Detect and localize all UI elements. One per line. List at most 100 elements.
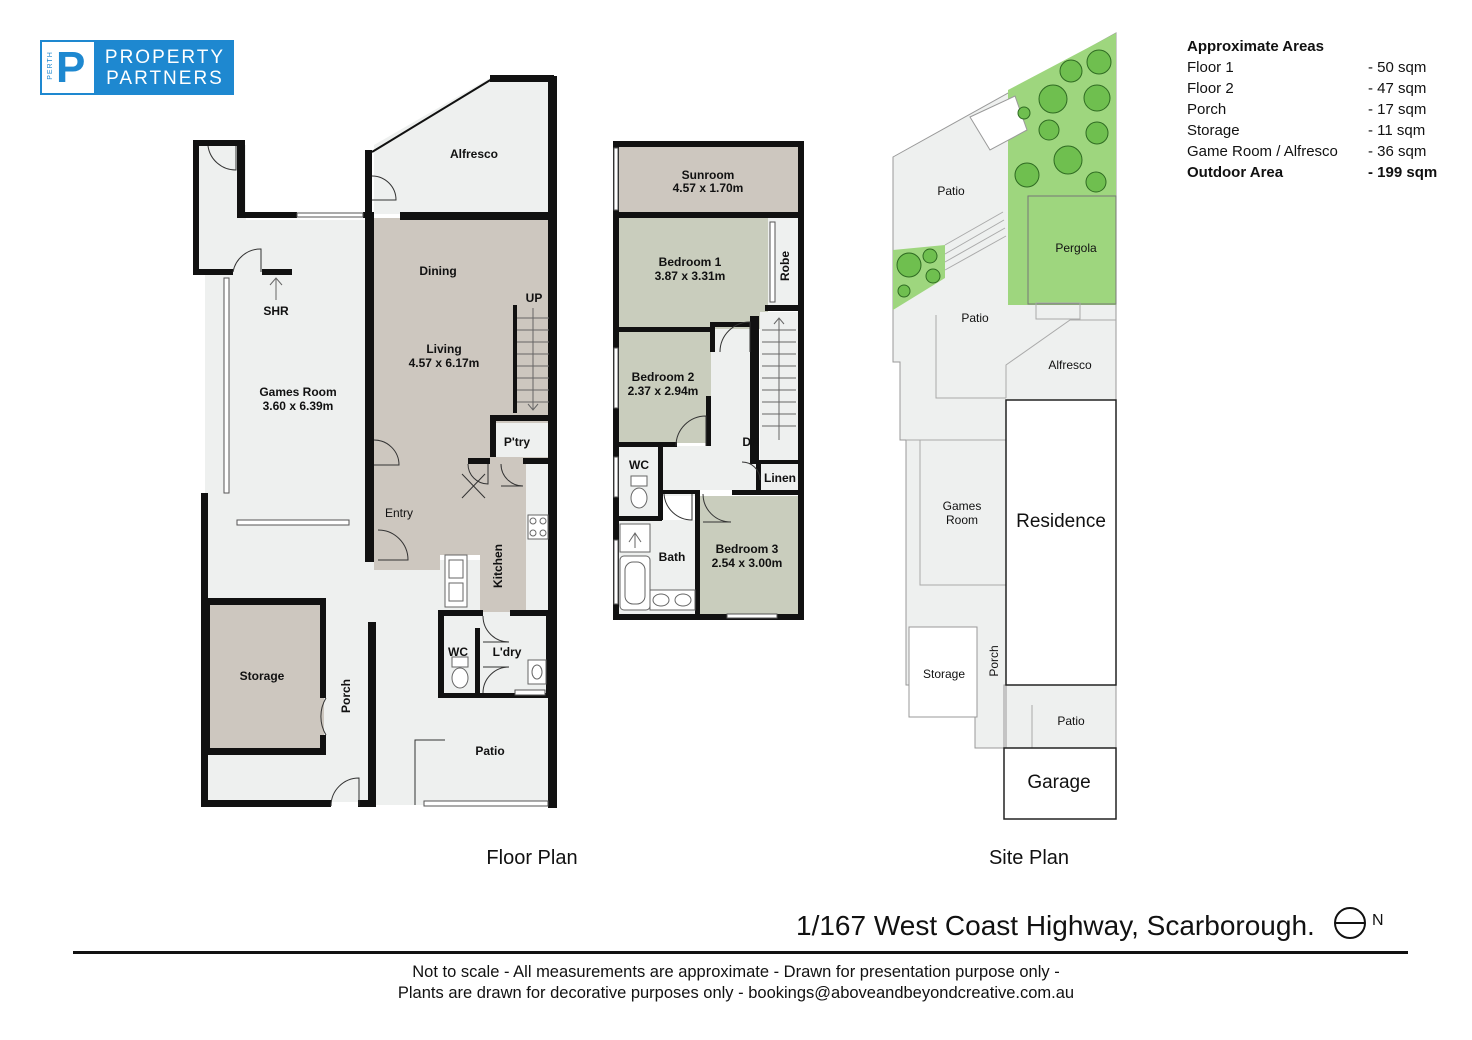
areas-title: Approximate Areas — [1187, 38, 1324, 55]
floor1-doors — [207, 145, 524, 807]
floor1-stairs — [517, 308, 549, 411]
alfresco-diagonal-wall — [371, 78, 493, 153]
site-storage-block — [908, 626, 978, 718]
sunroom-label: Sunroom — [682, 168, 735, 182]
dining-label: Dining — [419, 264, 456, 278]
bedroom3-dimensions: 2.54 x 3.00m — [712, 556, 783, 570]
living-dimensions: 4.57 x 6.17m — [409, 356, 480, 370]
site-patio-top-label: Patio — [937, 184, 965, 198]
floor2-fixtures — [619, 475, 696, 611]
sunroom-floor — [618, 146, 798, 214]
logo-mark: PERTH P — [40, 40, 96, 95]
areas-row: Floor 1 - 50 sqm — [1187, 57, 1457, 78]
alfresco-label: Alfresco — [450, 147, 498, 161]
logo-line1: PROPERTY — [104, 46, 226, 68]
disclaimer-line2: Plants are drawn for decorative purposes… — [397, 984, 1075, 1002]
games-room-label: Games Room — [259, 385, 336, 399]
floor2-stairs — [762, 317, 796, 440]
storage-label: Storage — [240, 669, 285, 683]
area-value: - 11 sqm — [1368, 122, 1426, 139]
porch-label: Porch — [339, 679, 353, 713]
bath-label: Bath — [659, 550, 686, 564]
kitchen-label: Kitchen — [491, 544, 505, 588]
bedroom1-label: Bedroom 1 — [659, 255, 722, 269]
area-total-value: - 199 sqm — [1368, 164, 1438, 181]
areas-row: Porch - 17 sqm — [1187, 99, 1457, 120]
storage-floor — [207, 602, 324, 750]
site-storage-label: Storage — [923, 667, 965, 681]
laundry-label: L'dry — [493, 645, 522, 659]
bedroom2-dimensions: 2.37 x 2.94m — [628, 384, 699, 398]
site-games-label-1: Games — [943, 499, 982, 513]
area-name: Game Room / Alfresco — [1187, 143, 1338, 160]
floor2-windows — [613, 147, 778, 619]
site-garage-label: Garage — [1027, 772, 1090, 793]
area-name: Floor 1 — [1187, 59, 1234, 76]
disclaimer-line1: Not to scale - All measurements are appr… — [412, 963, 1060, 981]
stairs-up-label: UP — [526, 291, 543, 305]
site-steps — [906, 211, 1116, 748]
pantry-floor — [494, 423, 550, 457]
area-value: - 50 sqm — [1368, 59, 1427, 76]
logo-wordmark: PROPERTY PARTNERS — [96, 40, 234, 95]
area-value: - 17 sqm — [1368, 101, 1427, 118]
area-total-name: Outdoor Area — [1187, 164, 1284, 181]
hall-floor — [662, 329, 800, 496]
area-name: Storage — [1187, 122, 1240, 139]
floor1-fixtures — [269, 277, 549, 805]
residence-block — [1005, 399, 1117, 686]
site-patio-mid-label: Patio — [961, 311, 989, 325]
areas-row: Floor 2 - 47 sqm — [1187, 78, 1457, 99]
property-address: 1/167 West Coast Highway, Scarborough. — [796, 910, 1315, 941]
footer-divider — [73, 951, 1408, 954]
area-value: - 47 sqm — [1368, 80, 1427, 97]
bedroom3-label: Bedroom 3 — [716, 542, 779, 556]
pergola-area — [1027, 195, 1117, 305]
site-patio-bottom-label: Patio — [1057, 714, 1085, 728]
wc-label: WC — [448, 645, 468, 659]
areas-row: Storage - 11 sqm — [1187, 120, 1457, 141]
floor1-walls — [193, 75, 557, 808]
site-pergola-label: Pergola — [1055, 241, 1097, 255]
sunroom-dimensions: 4.57 x 1.70m — [673, 181, 744, 195]
bedroom1-dimensions: 3.87 x 3.31m — [655, 269, 726, 283]
site-plan-caption: Site Plan — [989, 847, 1069, 869]
stairs-down-label: DN — [742, 435, 759, 449]
plant-icons — [896, 49, 1112, 298]
living-label: Living — [426, 342, 461, 356]
games-room-dimensions: 3.60 x 6.39m — [263, 399, 334, 413]
logo-line2: PARTNERS — [106, 67, 224, 89]
shower-label: SHR — [263, 304, 289, 318]
patio-label: Patio — [475, 744, 504, 758]
logo-letter: P — [56, 43, 86, 92]
areas-total-row: Outdoor Area - 199 sqm — [1187, 162, 1457, 183]
site-games-label-2: Room — [946, 513, 978, 527]
floor1-windows — [223, 212, 549, 807]
area-value: - 36 sqm — [1368, 143, 1427, 160]
floor2-plan: Sunroom 4.57 x 1.70m Bedroom 1 3.87 x 3.… — [613, 141, 804, 620]
site-shed — [969, 95, 1028, 151]
disclaimer: Not to scale - All measurements are appr… — [0, 962, 1472, 1004]
site-plan: Patio Pergola Patio Alfresco Games Room … — [892, 32, 1117, 820]
north-arrow-icon — [1334, 907, 1366, 939]
pantry-label: P'try — [504, 435, 531, 449]
alfresco-floor — [374, 78, 553, 214]
areas-row: Game Room / Alfresco - 36 sqm — [1187, 141, 1457, 162]
site-residence-label: Residence — [1016, 511, 1106, 532]
living-floor — [374, 218, 553, 612]
bedroom2-label: Bedroom 2 — [632, 370, 695, 384]
site-porch-label: Porch — [987, 645, 1001, 676]
property-partners-logo: PERTH P PROPERTY PARTNERS — [40, 40, 234, 95]
robe-label: Robe — [778, 251, 792, 281]
garage-block — [1003, 747, 1117, 820]
north-label: N — [1372, 912, 1384, 929]
bedroom3-floor — [700, 496, 798, 614]
bedroom1-floor — [618, 216, 768, 329]
site-alfresco-label: Alfresco — [1048, 358, 1092, 372]
approximate-areas-table: Approximate Areas Floor 1 - 50 sqm Floor… — [1187, 36, 1457, 183]
floor-plan-caption: Floor Plan — [486, 847, 577, 869]
entry-label: Entry — [385, 506, 413, 520]
wc2-label: WC — [629, 458, 649, 472]
bedroom2-floor — [618, 331, 711, 443]
